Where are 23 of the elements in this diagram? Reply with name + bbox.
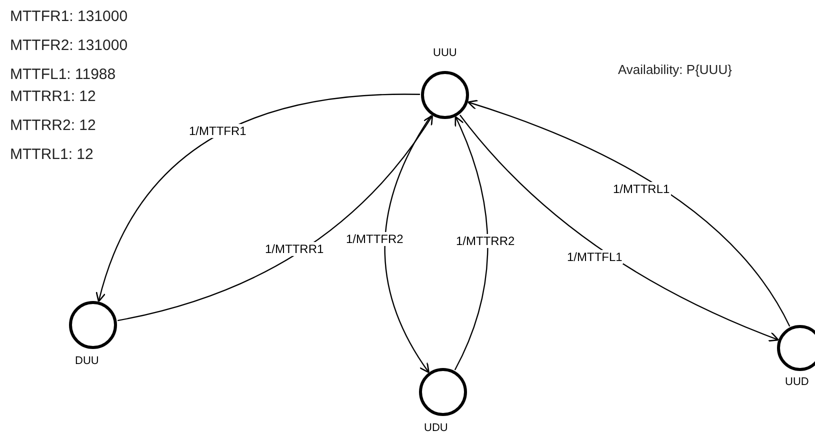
transition-arrow: [467, 100, 790, 327]
edge-label: 1/MTTRR1: [264, 242, 325, 256]
edge-label: 1/MTTFL1: [566, 250, 624, 264]
availability-text: Availability: P{UUU}: [618, 62, 732, 77]
state-label: DUU: [75, 355, 99, 367]
state-label: UUD: [785, 376, 809, 388]
transition-arrow: [454, 116, 488, 370]
edge-label: 1/MTTFR2: [345, 232, 404, 246]
edge-label: 1/MTTRR2: [455, 234, 516, 248]
edge-label: 1/MTTFR1: [188, 124, 248, 138]
parameter-text: MTTFL1: 11988: [10, 66, 116, 83]
parameter-text: MTTRL1: 12: [10, 146, 94, 163]
parameter-text: MTTFR1: 131000: [10, 8, 128, 25]
parameter-text: MTTFR2: 131000: [10, 37, 128, 54]
transition-arrow: [96, 94, 420, 302]
transition-arrow: [117, 114, 434, 322]
transition-arrow: [460, 114, 780, 342]
transition-arrow: [384, 115, 432, 374]
parameter-text: MTTRR2: 12: [10, 117, 96, 134]
state-label: UUU: [433, 47, 457, 59]
parameter-text: MTTRR1: 12: [10, 88, 96, 105]
edge-label: 1/MTTRL1: [612, 182, 671, 196]
state-label: UDU: [424, 422, 448, 434]
